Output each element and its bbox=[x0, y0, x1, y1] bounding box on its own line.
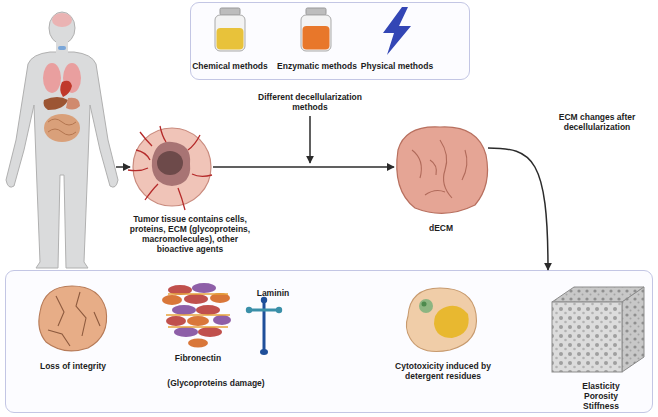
enzymatic-bottle bbox=[306, 8, 326, 15]
laminin-icon bbox=[246, 307, 252, 313]
laminin-icon bbox=[263, 300, 266, 350]
property-list: Elasticity Porosity Stiffness bbox=[571, 381, 631, 411]
process-arrow bbox=[213, 166, 394, 168]
cytotoxicity-icon bbox=[419, 299, 433, 313]
scaffold-label: dECM bbox=[381, 223, 501, 233]
loss-of-integrity-icon bbox=[48, 292, 100, 346]
porous-cube bbox=[552, 287, 644, 372]
change-label: Loss of integrity bbox=[23, 361, 123, 371]
laminin-icon bbox=[260, 349, 268, 355]
sampling-arrow bbox=[116, 167, 130, 168]
lightning-symbol bbox=[383, 7, 411, 55]
method-label: Enzymatic methods bbox=[257, 61, 377, 71]
enzymatic-bottle bbox=[303, 26, 330, 50]
fibronectin-icon bbox=[192, 283, 216, 293]
human-figure bbox=[6, 52, 118, 268]
fibronectin-icon bbox=[188, 339, 208, 348]
porous-cube bbox=[622, 287, 644, 372]
cytotoxicity-icon bbox=[434, 306, 469, 338]
human-figure bbox=[63, 63, 81, 93]
decm-illustration bbox=[397, 127, 488, 213]
loss-of-integrity-icon bbox=[39, 286, 107, 351]
fibronectin-icon bbox=[198, 327, 222, 337]
result-arrow bbox=[488, 148, 548, 270]
fibronectin-icon bbox=[166, 294, 230, 327]
loss-of-integrity-icon bbox=[39, 286, 107, 351]
fibronectin-icon bbox=[162, 295, 182, 305]
laminin-icon bbox=[249, 309, 279, 312]
decm-scaffold: dECM bbox=[394, 126, 488, 216]
tumor-illustration bbox=[157, 151, 183, 175]
method-label: Chemical methods bbox=[170, 61, 290, 71]
tumor-tissue: Tumor tissue contains cells, proteins, E… bbox=[131, 126, 213, 208]
method-arrow bbox=[310, 116, 311, 163]
human-figure bbox=[44, 114, 80, 142]
human-figure bbox=[6, 12, 118, 268]
fibronectin-icon bbox=[213, 315, 231, 325]
sampling-arrow bbox=[116, 166, 130, 168]
cytotoxicity-icon bbox=[406, 288, 476, 352]
protein-label: Laminin bbox=[223, 288, 323, 298]
cytotoxicity-icon bbox=[422, 302, 427, 307]
chemical-bottle bbox=[215, 8, 245, 51]
fibronectin-icon bbox=[210, 293, 230, 303]
process-label: Different decellularization methods bbox=[250, 92, 370, 112]
method-arrow bbox=[309, 116, 311, 163]
change-label: Cytotoxicity induced by detergent residu… bbox=[385, 361, 501, 381]
laminin-icon bbox=[261, 297, 267, 303]
human-figure bbox=[56, 40, 68, 54]
fibronectin-icon bbox=[168, 285, 192, 295]
porous-cube bbox=[552, 287, 644, 302]
fibronectin-icon bbox=[196, 305, 220, 315]
human-figure bbox=[52, 13, 72, 27]
chemical-bottle bbox=[220, 8, 240, 15]
protein-label: Fibronectin bbox=[148, 353, 248, 363]
human-figure bbox=[48, 119, 76, 135]
human-figure bbox=[60, 81, 72, 97]
decm-illustration bbox=[412, 140, 467, 198]
methods-panel: Chemical methodsEnzymatic methodsPhysica… bbox=[190, 2, 470, 80]
laminin-icon bbox=[246, 297, 282, 355]
edge-label: ECM changes after decellularization bbox=[543, 112, 651, 132]
fibronectin-icon bbox=[162, 283, 231, 348]
cytotoxicity-icon bbox=[406, 288, 476, 352]
decm-illustration bbox=[397, 127, 488, 213]
enzymatic-bottle bbox=[301, 15, 331, 51]
chemical-bottle bbox=[217, 28, 244, 50]
human-figure bbox=[49, 12, 75, 44]
human-figure bbox=[44, 97, 69, 110]
porous-cube bbox=[552, 302, 622, 372]
human-figure bbox=[43, 63, 61, 93]
human-figure bbox=[66, 98, 80, 110]
fibronectin-icon bbox=[187, 316, 209, 326]
fibronectin-icon bbox=[172, 305, 196, 315]
human-figure bbox=[58, 46, 66, 50]
enzymatic-bottle bbox=[301, 8, 331, 51]
ecm-changes-panel: Loss of integrity Fibronectin Laminin (Glyc… bbox=[5, 270, 653, 413]
laminin-icon bbox=[276, 307, 282, 313]
group-label: (Glycoproteins damage) bbox=[156, 378, 276, 388]
fibronectin-icon bbox=[166, 316, 186, 326]
tumor-illustration bbox=[133, 128, 211, 206]
tumor-illustration bbox=[128, 126, 212, 210]
lightning-symbol bbox=[383, 7, 411, 55]
tumor-illustration bbox=[152, 142, 190, 186]
tumor-illustration bbox=[128, 126, 212, 210]
chemical-bottle bbox=[215, 15, 245, 51]
fibronectin-icon bbox=[174, 327, 198, 337]
tissue-caption: Tumor tissue contains cells, proteins, E… bbox=[126, 214, 254, 254]
fibronectin-icon bbox=[184, 294, 208, 304]
method-label: Physical methods bbox=[337, 61, 457, 71]
